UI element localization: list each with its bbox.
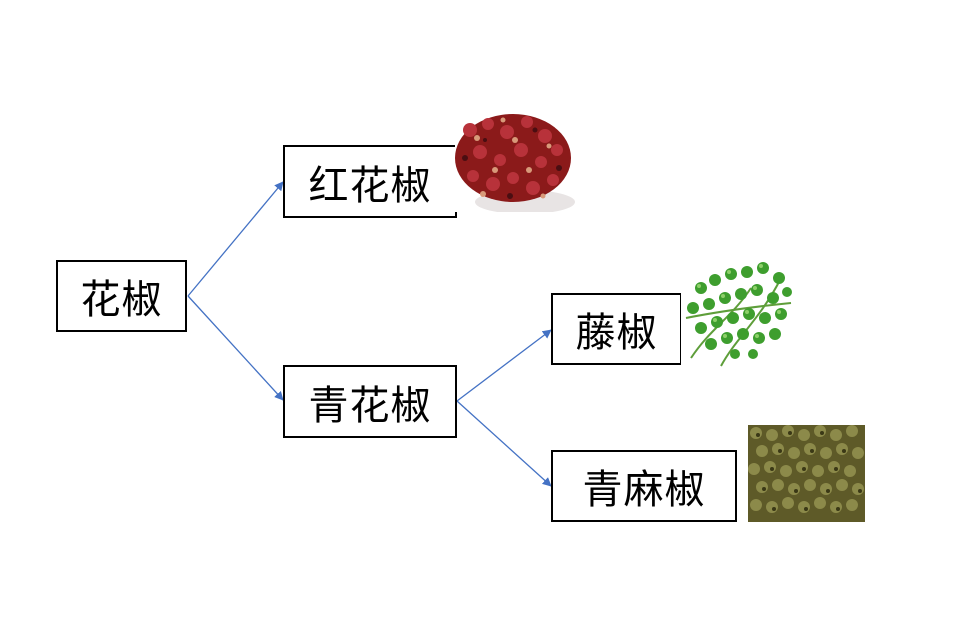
edge-root-to-red	[187, 181, 284, 297]
node-root: 花椒	[56, 260, 187, 332]
dried-green-pepper-photo	[748, 425, 865, 522]
edge-green-to-qingma	[456, 400, 552, 487]
node-red: 红花椒	[283, 145, 457, 218]
edge-root-to-green	[187, 295, 284, 401]
teng-pepper-photo	[681, 258, 796, 370]
node-green: 青花椒	[283, 365, 457, 438]
node-teng: 藤椒	[551, 293, 682, 365]
edge-green-to-teng	[456, 329, 552, 402]
node-qingma: 青麻椒	[551, 450, 737, 522]
red-pepper-photo	[455, 110, 576, 212]
